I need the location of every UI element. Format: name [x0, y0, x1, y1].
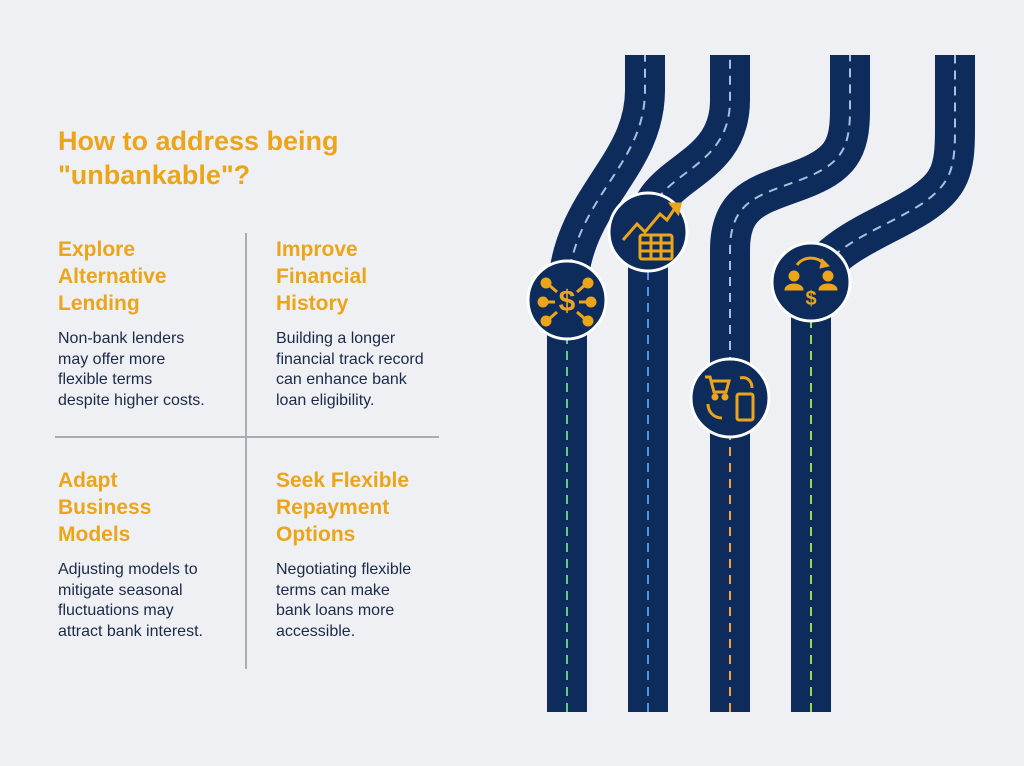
section-alternative-lending: Explore Alternative Lending Non-bank len… — [58, 236, 238, 411]
section-heading: Explore Alternative Lending — [58, 238, 167, 315]
svg-text:$: $ — [805, 288, 816, 310]
section-financial-history: Improve Financial History Building a lon… — [276, 236, 456, 411]
section-heading: Improve Financial History — [276, 238, 368, 315]
section-business-models: Adapt Business Models Adjusting models t… — [58, 467, 238, 642]
section-heading: Adapt Business Models — [58, 469, 152, 546]
people-payment-exchange-icon: $ — [784, 256, 838, 310]
page-title: How to address being "unbankable"? — [58, 126, 339, 190]
section-body: Non-bank lenders may offer more flexible… — [58, 330, 205, 409]
section-repayment-options: Seek Flexible Repayment Options Negotiat… — [276, 467, 456, 642]
svg-text:$: $ — [559, 285, 576, 318]
cart-phone-exchange-icon — [705, 375, 755, 422]
section-heading: Seek Flexible Repayment Options — [276, 469, 410, 546]
grid-divider-vertical — [245, 233, 247, 669]
section-body: Building a longer financial track record… — [276, 330, 424, 409]
section-body: Negotiating flexible terms can make bank… — [276, 561, 412, 640]
grid-divider-horizontal — [55, 436, 439, 438]
dollar-network-icon: $ — [537, 277, 597, 327]
section-body: Adjusting models to mitigate seasonal fl… — [58, 561, 203, 640]
growth-chart-calendar-icon — [621, 202, 682, 261]
